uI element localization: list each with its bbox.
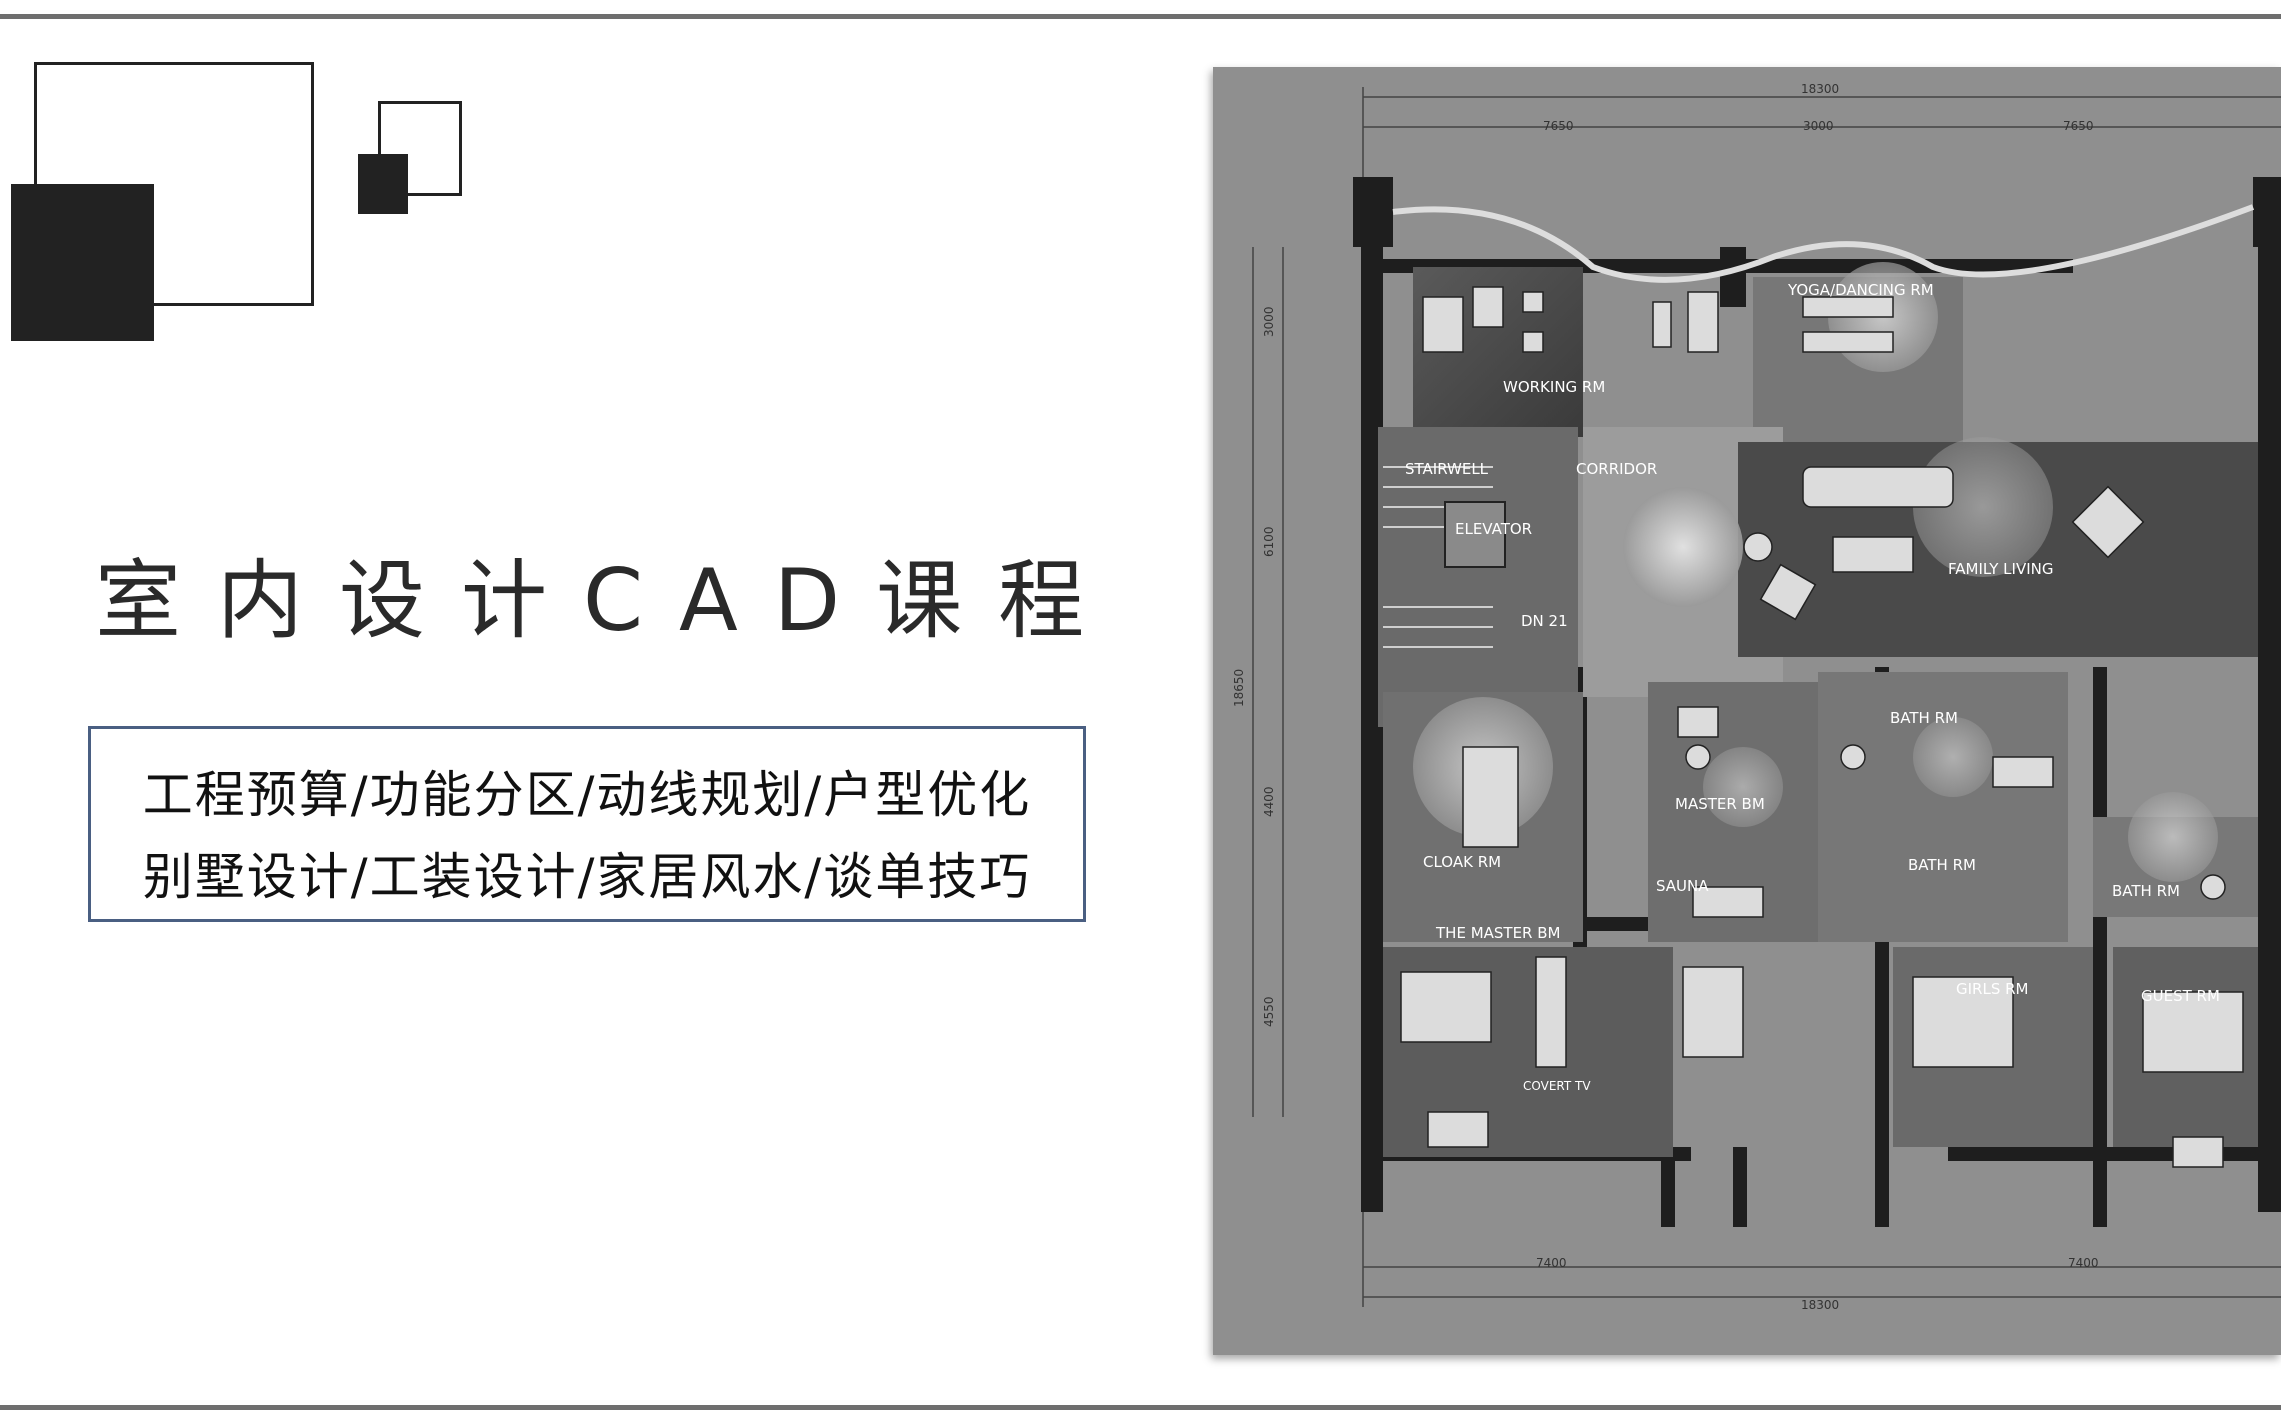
label-sauna: SAUNA	[1656, 877, 1709, 895]
label-working: WORKING RM	[1503, 378, 1605, 396]
label-covert: COVERT TV	[1523, 1079, 1591, 1093]
bottom-rule	[0, 1405, 2281, 1410]
furniture	[1400, 286, 2244, 1168]
dim-top-total: 18300	[1801, 82, 1839, 96]
stairs	[1383, 466, 1506, 648]
label-the-master: THE MASTER BM	[1435, 924, 1560, 942]
features-line-2: 别墅设计/工装设计/家居风水/谈单技巧	[142, 848, 1032, 906]
dim-bottom-total: 18300	[1801, 1298, 1839, 1312]
label-dn: DN 21	[1521, 612, 1568, 630]
label-guest: GUEST RM	[2141, 987, 2220, 1005]
label-stairwell: STAIRWELL	[1405, 460, 1489, 478]
dim-left-1: 3000	[1262, 306, 1276, 337]
label-girls: GIRLS RM	[1956, 980, 2028, 998]
dim-left-3: 4400	[1262, 786, 1276, 817]
dim-bottom-left: 7400	[1536, 1256, 1567, 1270]
label-yoga: YOGA/DANCING RM	[1787, 281, 1934, 299]
label-corridor: CORRIDOR	[1576, 460, 1657, 478]
label-cloak: CLOAK RM	[1423, 853, 1501, 871]
deco-square-small-filled	[358, 154, 408, 214]
terrace-curve	[1392, 204, 2255, 283]
label-elevator: ELEVATOR	[1455, 520, 1532, 538]
room-labels: WORKING RM YOGA/DANCING RM STAIRWELL COR…	[1405, 281, 2220, 1093]
dim-left-total: 18650	[1232, 669, 1246, 707]
dimension-labels: 18300 7650 3000 7650 7400 7400 18300 300…	[1232, 82, 2099, 1312]
page-title: 室内设计CAD课程	[95, 551, 1121, 651]
label-bath2: BATH RM	[1908, 856, 1976, 874]
top-rule	[0, 14, 2281, 19]
label-master: MASTER BM	[1675, 795, 1765, 813]
dim-top-left: 7650	[1543, 119, 1574, 133]
dim-top-mid: 3000	[1803, 119, 1834, 133]
label-family: FAMILY LIVING	[1948, 560, 2053, 578]
features-line-1: 工程预算/功能分区/动线规划/户型优化	[142, 766, 1032, 824]
dim-top-right: 7650	[2063, 119, 2094, 133]
dim-left-4: 4550	[1262, 996, 1276, 1027]
label-bath1: BATH RM	[1890, 709, 1958, 727]
features-box: 工程预算/功能分区/动线规划/户型优化 别墅设计/工装设计/家居风水/谈单技巧	[88, 726, 1086, 922]
deco-square-large-filled	[11, 184, 154, 341]
dim-left-2: 6100	[1262, 526, 1276, 557]
room-fills	[1378, 267, 2258, 1157]
floor-plan-drawing: 18300 7650 3000 7650 7400 7400 18300 300…	[1232, 82, 2281, 1312]
deco-square-small-outline	[378, 101, 462, 196]
label-bath3: BATH RM	[2112, 882, 2180, 900]
dim-bottom-right: 7400	[2068, 1256, 2099, 1270]
floor-plan-image: 18300 7650 3000 7650 7400 7400 18300 300…	[1213, 67, 2281, 1355]
